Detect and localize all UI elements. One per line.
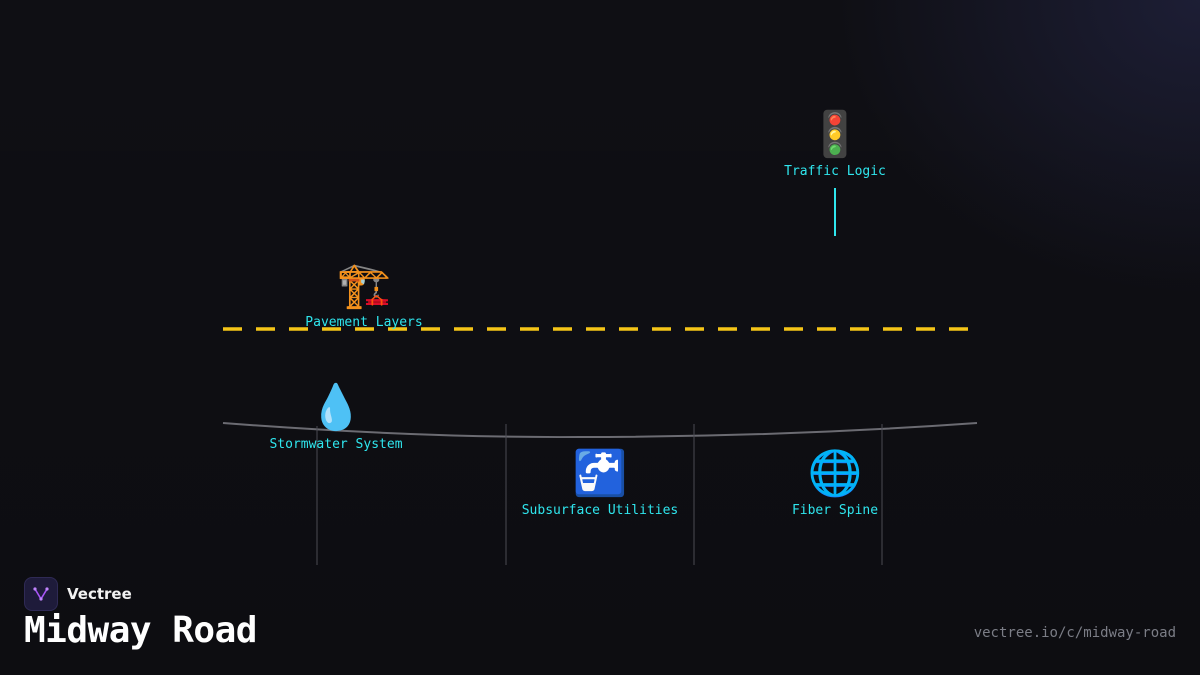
node-label: Pavement Layers <box>305 315 423 330</box>
traffic-light-icon: 🚦 <box>807 109 863 160</box>
node-traffic-logic[interactable]: 🚦 Traffic Logic <box>784 109 886 180</box>
vectree-logo-icon <box>24 577 58 611</box>
node-subsurface-utilities[interactable]: 🚰 Subsurface Utilities <box>521 448 679 519</box>
node-fiber-spine[interactable]: 🌐 Fiber Spine <box>791 448 879 519</box>
subsurface-curve <box>222 422 978 439</box>
page-title: Midway Road <box>24 610 257 651</box>
construction-crane-icon: 🏗️ <box>336 260 392 311</box>
node-stormwater-system[interactable]: 💧 Stormwater System <box>269 382 403 453</box>
node-label: Subsurface Utilities <box>521 503 679 518</box>
node-label: Fiber Spine <box>791 503 879 518</box>
source-url[interactable]: vectree.io/c/midway-road <box>973 625 1176 641</box>
brand[interactable]: Vectree <box>24 577 132 611</box>
node-label: Stormwater System <box>269 437 403 452</box>
node-pavement-layers[interactable]: 🏗️ Pavement Layers <box>305 260 423 331</box>
globe-icon: 🌐 <box>807 448 863 499</box>
node-label: Traffic Logic <box>784 164 886 179</box>
water-droplet-icon: 💧 <box>308 382 364 433</box>
brand-name: Vectree <box>67 585 132 603</box>
water-tap-icon: 🚰 <box>572 448 628 499</box>
